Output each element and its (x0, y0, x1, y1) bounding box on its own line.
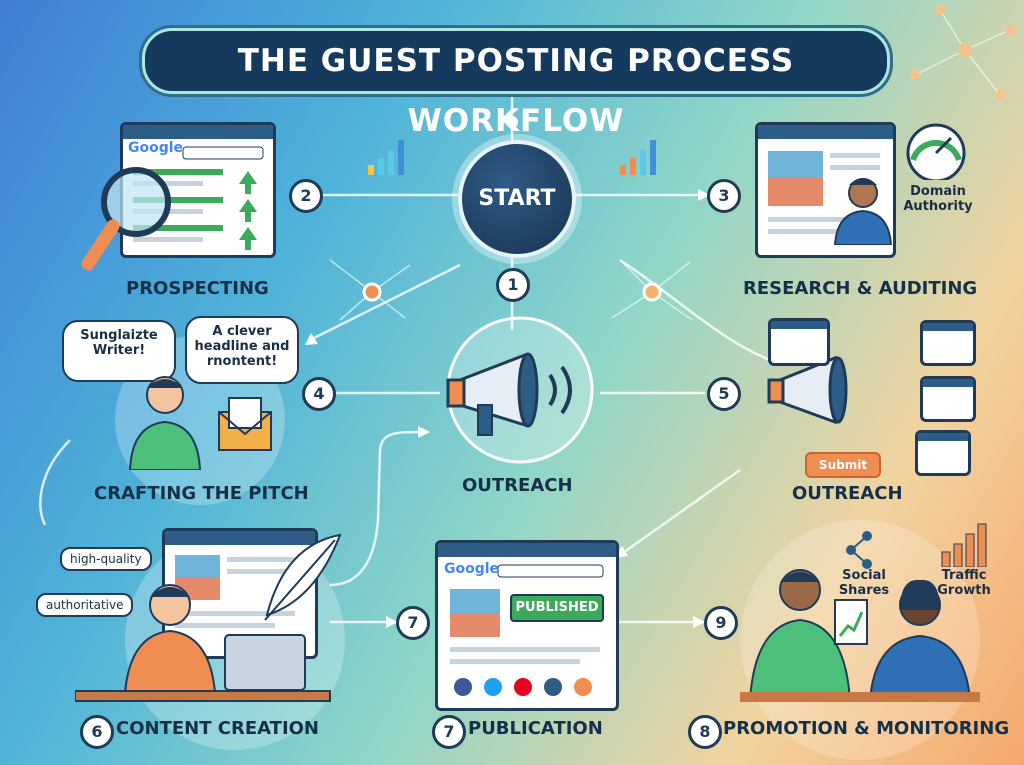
google-logo-publication: Google (444, 561, 500, 577)
researcher-person (833, 178, 893, 245)
step-badge-6: 6 (80, 715, 114, 749)
step-label-pitch: CRAFTING THE PITCH (94, 483, 309, 504)
step-badge-2: 2 (289, 179, 323, 213)
step-badge-3: 3 (707, 179, 741, 213)
share-icon (846, 531, 872, 569)
gauge-icon (906, 123, 966, 180)
published-badge: PUBLISHED (510, 594, 604, 622)
step-badge-1: 1 (496, 268, 530, 302)
megaphone-icon (446, 352, 572, 436)
step-label-prospecting: PROSPECTING (126, 278, 269, 299)
mini-browser-4 (915, 430, 971, 476)
start-node: START (458, 140, 576, 258)
step-label-research: RESEARCH & AUDITING (743, 278, 978, 299)
tag-authoritative: authoritative (36, 593, 134, 617)
step-label-publication: PUBLICATION (468, 718, 603, 739)
publication-browser (435, 540, 619, 711)
promotion-team-scene (740, 569, 980, 702)
published-page-illustration (450, 564, 604, 696)
magnifier-icon (81, 167, 171, 271)
growth-bars-icon (941, 523, 987, 567)
writer-person (128, 376, 202, 470)
step-label-content: CONTENT CREATION (116, 718, 320, 739)
mini-browser-3 (920, 376, 976, 422)
page-title: THE GUEST POSTING PROCESS WORKFLOW (142, 28, 890, 139)
content-page-illustration (175, 555, 297, 628)
envelope-icon (218, 397, 272, 451)
step-label-promotion: PROMOTION & MONITORING (723, 718, 1010, 739)
mini-browser-2 (920, 320, 976, 366)
google-logo-prospecting: Google (128, 140, 184, 156)
step-badge-7: 7 (432, 715, 466, 749)
social-shares-label: Social Shares (838, 568, 890, 598)
thought-bubble-left: Sunglaizte Writer! (62, 320, 176, 382)
step-badge-4: 4 (302, 377, 336, 411)
step-label-outreach-right: OUTREACH (792, 483, 903, 504)
research-page-illustration (768, 151, 880, 234)
speech-bubble-right: A clever headline and rnontent! (185, 316, 299, 384)
feather-quill-icon (264, 533, 342, 621)
step-badge-7-arrow: 7 (396, 606, 430, 640)
domain-authority-label: Domain Authority (903, 184, 973, 214)
mini-browser-1 (768, 318, 830, 366)
content-writer-scene (75, 584, 331, 702)
traffic-growth-label: Traffic Growth (937, 568, 991, 598)
center-outreach-label: OUTREACH (462, 475, 573, 496)
step-badge-8: 8 (688, 715, 722, 749)
step-badge-5: 5 (707, 377, 741, 411)
submit-button[interactable]: Submit (805, 452, 881, 478)
step-badge-9: 9 (704, 606, 738, 640)
tag-high-quality: high-quality (60, 547, 152, 571)
megaphone-icon-right (767, 355, 848, 425)
